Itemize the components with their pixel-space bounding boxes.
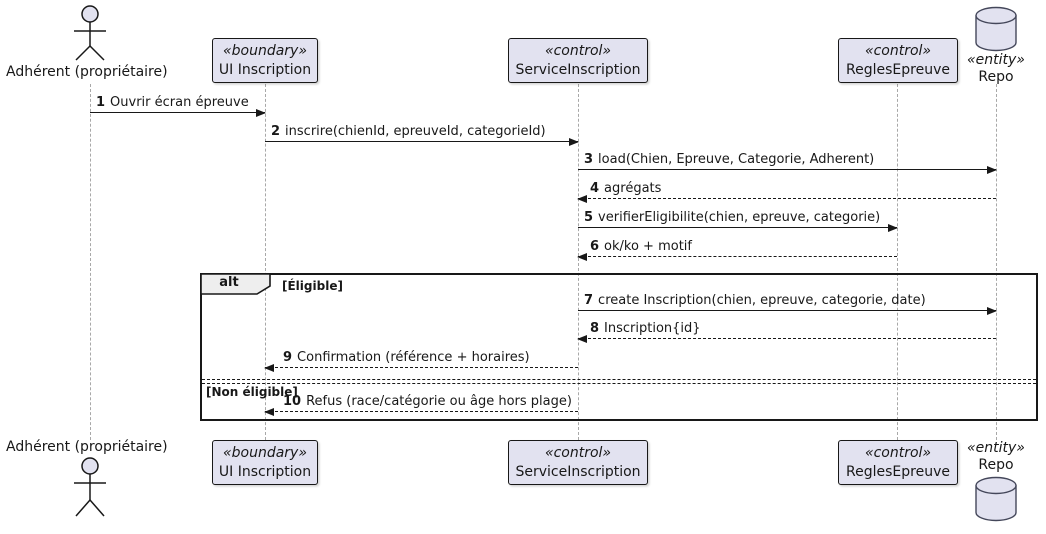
message-8: 8 Inscription{id} [577, 321, 996, 343]
stereotype-control: «control» [544, 43, 612, 60]
participant-repo-bottom: «entity» Repo [956, 440, 1036, 474]
message-number: 2 [271, 124, 281, 139]
stereotype-entity: «entity» [967, 52, 1025, 68]
message-text: verifierEligibilite(chien, epreuve, cate… [598, 210, 881, 225]
message-line [90, 112, 265, 113]
message-text: ok/ko + motif [604, 239, 692, 254]
alt-operator: alt [200, 273, 272, 295]
participant-name: Repo [978, 68, 1014, 85]
participant-name: ReglesEpreuve [846, 463, 950, 480]
arrowhead-icon [987, 307, 997, 315]
participant-ui-inscription-bottom: «boundary» UI Inscription [212, 440, 318, 485]
message-9: 9 Confirmation (référence + horaires) [264, 350, 578, 372]
message-line [578, 338, 996, 339]
database-icon-bottom [975, 476, 1017, 526]
message-number: 6 [590, 239, 600, 254]
message-line [578, 227, 897, 228]
message-text: inscrire(chienId, epreuveId, categorieId… [285, 124, 546, 139]
participant-name: Repo [978, 456, 1014, 473]
participant-service-inscription-top: «control» ServiceInscription [508, 38, 648, 83]
arrowhead-icon [569, 138, 579, 146]
participant-ui-inscription-top: «boundary» UI Inscription [212, 38, 318, 83]
participant-name: ReglesEpreuve [846, 61, 950, 78]
actor-icon [70, 456, 110, 526]
participant-name: ServiceInscription [515, 61, 641, 78]
message-text: create Inscription(chien, epreuve, categ… [598, 293, 926, 308]
lifeline-repo [996, 84, 997, 440]
message-4: 4 agrégats [577, 181, 996, 203]
participant-regles-epreuve-top: «control» ReglesEpreuve [838, 38, 958, 83]
message-line [578, 169, 996, 170]
message-number: 3 [584, 152, 594, 167]
stereotype-entity: «entity» [967, 440, 1025, 456]
arrowhead-icon [577, 195, 587, 203]
participant-service-inscription-bottom: «control» ServiceInscription [508, 440, 648, 485]
database-icon-top [975, 6, 1017, 56]
message-number: 4 [590, 181, 600, 196]
participant-name: UI Inscription [218, 463, 312, 480]
message-number: 5 [584, 210, 594, 225]
message-7: 7 create Inscription(chien, epreuve, cate… [578, 293, 997, 315]
arrowhead-icon [577, 335, 587, 343]
participant-name: ServiceInscription [515, 463, 641, 480]
message-3: 3 load(Chien, Epreuve, Categorie, Adheren… [578, 152, 997, 174]
arrowhead-icon [987, 166, 997, 174]
message-number: 10 [283, 394, 302, 409]
participant-name: UI Inscription [218, 61, 312, 78]
message-text: load(Chien, Epreuve, Categorie, Adherent… [598, 152, 875, 167]
actor-icon [70, 4, 110, 66]
message-text: Confirmation (référence + horaires) [297, 350, 530, 365]
arrowhead-icon [264, 364, 274, 372]
message-line [265, 367, 578, 368]
stereotype-control: «control» [864, 445, 932, 462]
message-text: Ouvrir écran épreuve [110, 95, 249, 110]
arrowhead-icon [264, 408, 274, 416]
message-text: agrégats [604, 181, 662, 196]
actor-name-top: Adhérent (propriétaire) [6, 64, 168, 80]
message-text: Inscription{id} [604, 321, 701, 336]
message-text: Refus (race/catégorie ou âge hors plage) [306, 394, 572, 409]
lifeline-service-inscription [578, 84, 579, 440]
message-line [578, 256, 897, 257]
alt-divider [202, 379, 1036, 384]
stereotype-boundary: «boundary» [223, 445, 307, 462]
alt-frame: alt [Éligible] [Non éligible] [200, 273, 1038, 421]
guard-non-eligible: [Non éligible] [206, 385, 298, 399]
alt-operator-label: alt [219, 275, 239, 290]
message-10: 10 Refus (race/catégorie ou âge hors plag… [264, 394, 578, 416]
message-2: 2 inscrire(chienId, epreuveId, categorieI… [265, 124, 579, 146]
message-5: 5 verifierEligibilite(chien, epreuve, cat… [578, 210, 898, 232]
message-number: 8 [590, 321, 600, 336]
message-line [578, 310, 996, 311]
message-line [265, 141, 578, 142]
stereotype-boundary: «boundary» [223, 43, 307, 60]
message-1: 1 Ouvrir écran épreuve [90, 95, 266, 117]
guard-eligible: [Éligible] [282, 279, 343, 293]
stereotype-control: «control» [544, 445, 612, 462]
participant-regles-epreuve-bottom: «control» ReglesEpreuve [838, 440, 958, 485]
arrowhead-icon [888, 224, 898, 232]
actor-name-bottom: Adhérent (propriétaire) [6, 439, 168, 455]
lifeline-ui-inscription [265, 84, 266, 440]
message-number: 9 [283, 350, 293, 365]
message-number: 1 [96, 95, 106, 110]
message-line [578, 198, 996, 199]
arrowhead-icon [256, 109, 266, 117]
lifeline-regles-epreuve [897, 84, 898, 440]
message-line [265, 411, 578, 412]
message-number: 7 [584, 293, 594, 308]
stereotype-control: «control» [864, 43, 932, 60]
participant-repo-top: «entity» Repo [956, 52, 1036, 86]
arrowhead-icon [577, 253, 587, 261]
message-6: 6 ok/ko + motif [577, 239, 897, 261]
lifeline-adherent [90, 84, 91, 440]
